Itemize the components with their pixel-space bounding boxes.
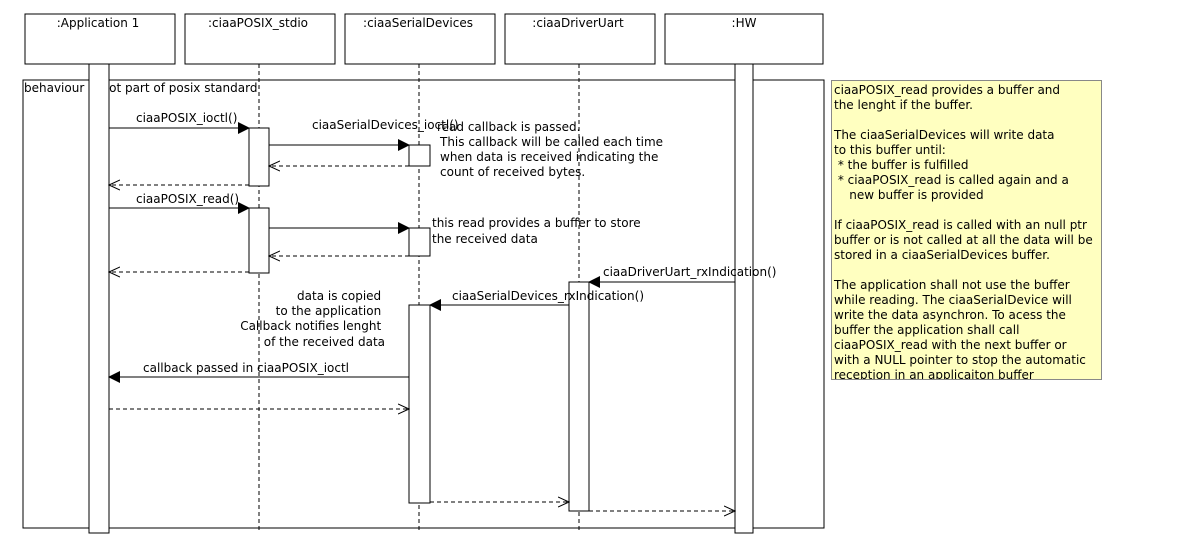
copy-comment-line: to the application bbox=[276, 304, 382, 318]
ioctl-comment: read callback is passed. This callback w… bbox=[437, 120, 667, 179]
lifeline-box-serial-devices bbox=[344, 13, 496, 65]
lifeline-box-application bbox=[24, 13, 176, 65]
message-read-label: ciaaPOSIX_read() bbox=[136, 192, 239, 206]
lifeline-box-posix-stdio bbox=[184, 13, 336, 65]
activation-stdio-read bbox=[248, 207, 270, 274]
message-uart-rx-label: ciaaDriverUart_rxIndication() bbox=[603, 265, 776, 279]
message-devices-ioctl-label: ciaaSerialDevices_ioctl() bbox=[312, 118, 459, 132]
copy-comment-line: data is copied bbox=[297, 289, 381, 303]
read-comment-line: this read provides a buffer to store bbox=[432, 216, 641, 230]
fragment-label: behaviour is not part of posix standard bbox=[24, 81, 257, 95]
activation-hw bbox=[734, 63, 754, 534]
buffer-note: ciaaPOSIX_read provides a buffer and the… bbox=[831, 80, 1102, 380]
lifeline-label-posix-stdio: :ciaaPOSIX_stdio bbox=[208, 16, 308, 30]
activation-devices-read bbox=[408, 227, 431, 257]
lifeline-label-application: :Application 1 bbox=[57, 16, 140, 30]
read-comment: this read provides a buffer to store the… bbox=[432, 216, 645, 246]
ioctl-comment-line: when data is received indicating the bbox=[440, 150, 658, 164]
lifeline-label-hw: :HW bbox=[732, 16, 757, 30]
message-ioctl-label: ciaaPOSIX_ioctl() bbox=[136, 111, 237, 125]
read-comment-line: the received data bbox=[432, 232, 538, 246]
lifeline-label-serial-devices: :ciaaSerialDevices bbox=[363, 16, 473, 30]
activation-driver-uart bbox=[568, 281, 590, 512]
fragment-frame bbox=[22, 79, 825, 529]
ioctl-comment-line: count of received bytes. bbox=[440, 165, 585, 179]
lifeline-label-driver-uart: :ciaaDriverUart bbox=[532, 16, 624, 30]
activation-devices-ioctl bbox=[408, 144, 431, 167]
lifeline-box-hw bbox=[664, 13, 824, 65]
ioctl-comment-line: This callback will be called each time bbox=[439, 135, 663, 149]
copy-comment-line: Callback notifies lenght bbox=[240, 319, 381, 333]
message-devices-rx-label: ciaaSerialDevices_rxIndication() bbox=[452, 289, 644, 303]
activation-stdio-ioctl bbox=[248, 127, 270, 187]
activation-application bbox=[88, 63, 110, 534]
ioctl-comment-line: read callback is passed. bbox=[437, 120, 580, 134]
copy-comment: data is copied to the application Callba… bbox=[240, 289, 385, 349]
copy-comment-line: of the received data bbox=[264, 335, 385, 349]
activation-devices-rx bbox=[408, 304, 431, 504]
message-callback-label: callback passed in ciaaPOSIX_ioctl bbox=[143, 361, 349, 375]
lifeline-box-driver-uart bbox=[504, 13, 656, 65]
